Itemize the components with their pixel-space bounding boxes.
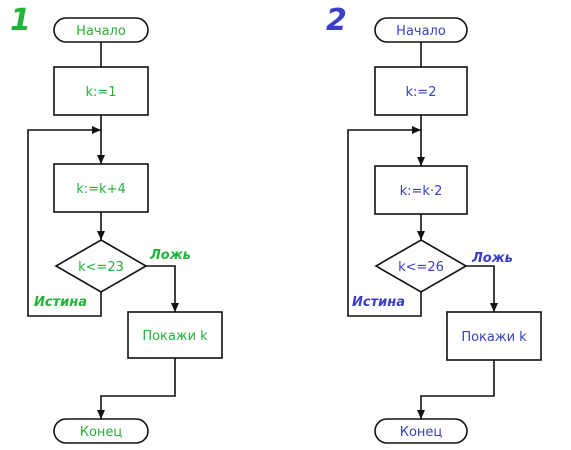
flowchart-1-arrowhead xyxy=(171,303,179,312)
flowchart-1-init-box xyxy=(53,66,149,116)
flowchart-2-false-label: Ложь xyxy=(471,251,513,266)
flowchart-1-arrowhead xyxy=(97,231,105,240)
flowchart-2-init-text: k:=2 xyxy=(405,85,436,100)
flowchart-2-arrowhead xyxy=(417,410,425,419)
flowchart-1-true-label: Истина xyxy=(34,295,87,310)
flowchart-2-step-box xyxy=(374,165,468,215)
flowchart-2-output-box xyxy=(446,311,542,361)
flowchart-2-step-text: k:=k·2 xyxy=(400,184,443,199)
flowchart-1-arrowhead xyxy=(97,410,105,419)
flowchart-2-number: 2 xyxy=(326,3,347,38)
flowchart-2-end-terminal xyxy=(374,418,468,444)
flowchart-1-start-text: Начало xyxy=(76,24,126,39)
flowchart-2-output-text: Покажи k xyxy=(461,330,527,345)
flowchart-2-connector xyxy=(420,360,495,419)
flowchart-2-false-line xyxy=(466,265,495,312)
flowchart-2-arrowhead xyxy=(490,303,498,312)
flowchart-1-end-terminal xyxy=(53,418,149,444)
flowchart-1-condition-text: k<=23 xyxy=(78,260,124,275)
flowchart-2: 2 Начало k:=2 k:=k·2 k<=26 Истина Ложь П… xyxy=(326,3,542,444)
flowchart-1-arrowhead xyxy=(97,155,105,164)
flowchart-2-loop-line xyxy=(347,129,422,317)
flowchart-2-true-label: Истина xyxy=(352,295,405,310)
flowchart-1-output-box xyxy=(127,311,223,359)
flowchart-1: 1 Начало k:=1 k:=k+4 k<=23 Истина Ложь П… xyxy=(10,3,223,444)
flowchart-2-start-text: Начало xyxy=(396,24,446,39)
flowchart-1-loop-line xyxy=(27,129,102,317)
flowchart-2-condition-text: k<=26 xyxy=(398,260,444,275)
flowchart-1-number: 1 xyxy=(10,3,31,38)
flowchart-1-step-box xyxy=(53,163,149,213)
flowchart-1-false-line xyxy=(146,265,176,312)
flowchart-1-connector xyxy=(100,358,176,419)
flowchart-2-arrowhead xyxy=(417,231,425,240)
flowchart-1-false-label: Ложь xyxy=(149,248,191,263)
flowchart-2-arrowhead xyxy=(417,157,425,166)
flowchart-1-step-text: k:=k+4 xyxy=(76,182,126,197)
flowchart-2-end-text: Конец xyxy=(400,425,443,440)
flowchart-1-init-text: k:=1 xyxy=(85,85,116,100)
flowchart-1-end-text: Конец xyxy=(80,425,123,440)
flowchart-1-output-text: Покажи k xyxy=(142,329,208,344)
flowchart-2-init-box xyxy=(374,66,468,116)
